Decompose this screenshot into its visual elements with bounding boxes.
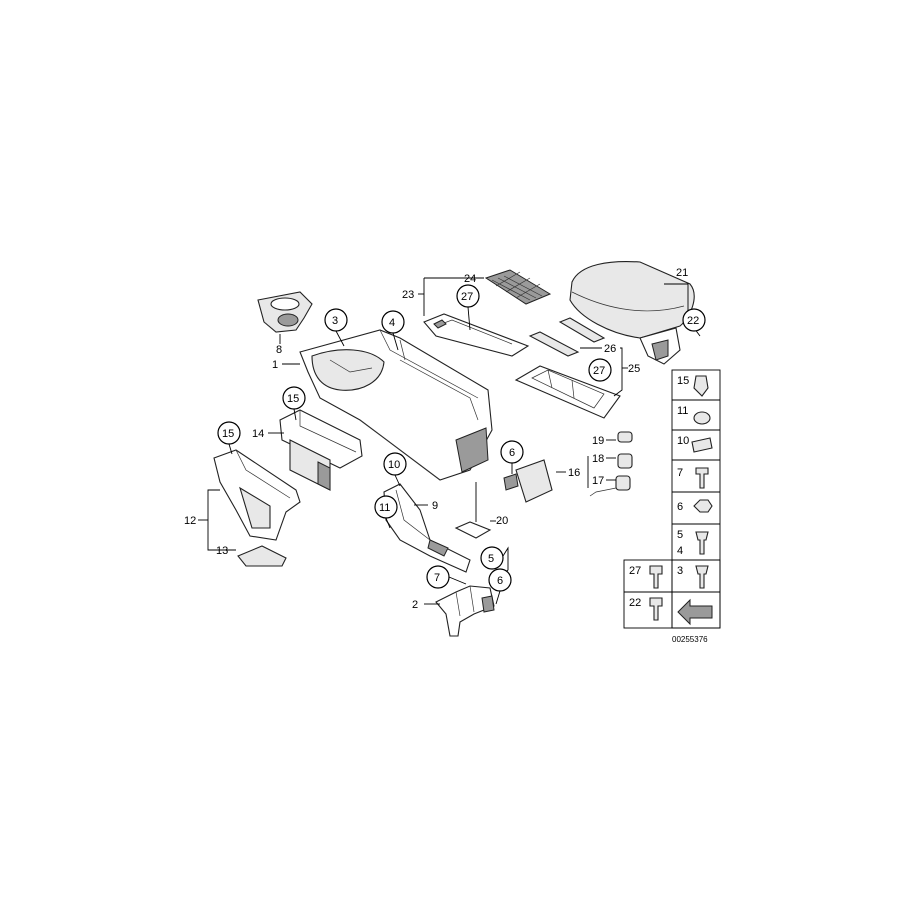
part-18-socket (617, 453, 633, 469)
label-5: 5 (488, 553, 494, 565)
legend-10: 10 (677, 435, 689, 447)
label-7: 7 (434, 572, 440, 584)
part-17-plug-wire (589, 475, 631, 497)
callout-22-top (682, 308, 706, 332)
label-11: 11 (379, 502, 390, 514)
hardware-legend: 15 11 10 7 6 5 4 3 27 22 (623, 369, 721, 629)
part-20-plate (454, 521, 492, 539)
label-14: 14 (252, 428, 264, 440)
label-22-top: 22 (687, 315, 699, 327)
label-18: 18 (592, 453, 604, 465)
label-24: 24 (464, 273, 476, 285)
legend-22: 22 (629, 597, 641, 609)
part-26-strips (528, 317, 606, 357)
label-13: 13 (216, 545, 228, 557)
label-1: 1 (272, 359, 278, 371)
document-id: 00255376 (672, 635, 708, 644)
label-9: 9 (432, 500, 438, 512)
legend-4: 4 (677, 545, 683, 557)
part-24-rubber-mat (484, 269, 552, 305)
legend-7: 7 (677, 467, 683, 479)
label-6-upper: 6 (509, 447, 515, 459)
label-17: 17 (592, 475, 604, 487)
label-26: 26 (604, 343, 616, 355)
part-23-tray-lid (423, 313, 530, 357)
part-12-side-pocket (213, 449, 301, 541)
leader-10 (394, 474, 401, 487)
part-8-shift-boot (257, 291, 313, 333)
label-15-upper: 15 (287, 393, 299, 405)
label-12: 12 (184, 515, 196, 527)
leader-11 (385, 517, 391, 529)
label-10: 10 (388, 459, 400, 471)
label-25: 25 (628, 363, 640, 375)
callout-5 (480, 546, 504, 570)
leader-6-lower (495, 590, 501, 605)
bracket-25 (613, 347, 623, 397)
label-19: 19 (592, 435, 604, 447)
legend-15: 15 (677, 375, 689, 387)
part-21-armrest (569, 261, 695, 365)
part-16-socket-cover (503, 459, 553, 503)
label-15-lower: 15 (222, 428, 234, 440)
legend-6: 6 (677, 501, 683, 513)
legend-5: 5 (677, 529, 683, 541)
label-6-lower: 6 (497, 575, 503, 587)
label-2: 2 (412, 599, 418, 611)
label-23: 23 (402, 289, 414, 301)
leader-27-upper (467, 306, 471, 331)
leader-15-upper (293, 408, 297, 421)
leader-15-lower (228, 443, 233, 455)
part-19-cap (617, 431, 633, 443)
legend-27: 27 (629, 565, 641, 577)
label-27-lower: 27 (593, 365, 605, 377)
label-8: 8 (276, 344, 282, 356)
label-21: 21 (676, 267, 688, 279)
label-27-upper: 27 (461, 291, 473, 303)
callout-27-lower (588, 358, 612, 382)
label-20: 20 (496, 515, 508, 527)
label-4: 4 (389, 317, 395, 329)
part-13-pocket-mat (237, 545, 287, 567)
legend-3: 3 (677, 565, 683, 577)
leader-7 (448, 576, 467, 585)
leader-3 (335, 330, 345, 347)
label-3: 3 (332, 315, 338, 327)
part-9-bracket (383, 483, 471, 573)
legend-11: 11 (677, 405, 688, 417)
leader-4 (392, 332, 399, 351)
part-2-lower-bracket (435, 585, 495, 637)
part-1-centre-console (299, 329, 493, 481)
label-16: 16 (568, 467, 580, 479)
part-14-storage-tray (279, 409, 363, 491)
part-25-frame (514, 365, 621, 419)
